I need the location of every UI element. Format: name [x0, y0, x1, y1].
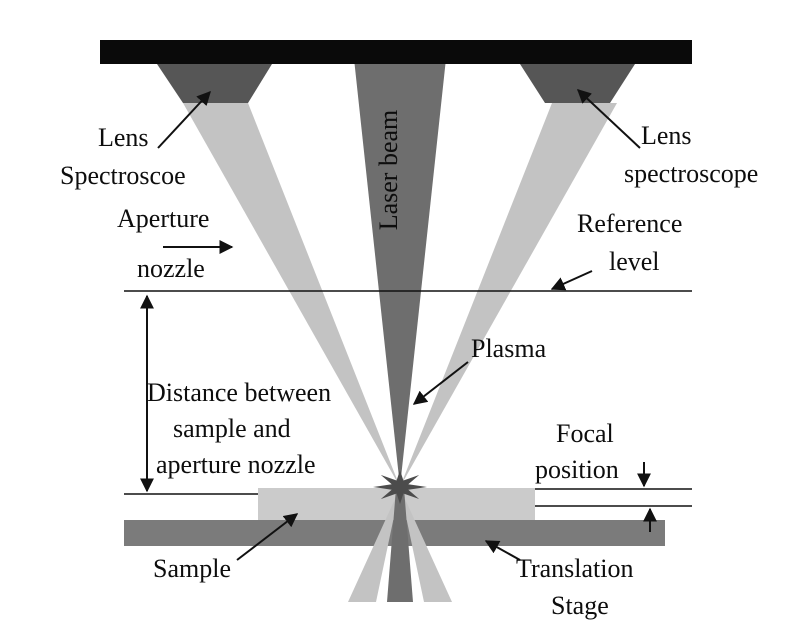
distance-label-line1: Distance between	[147, 378, 331, 407]
focal-label-line1: Focal	[556, 419, 614, 448]
lens-left-label: Lens	[98, 123, 149, 152]
aperture-label: Aperture	[117, 204, 209, 233]
lens-left-shape	[157, 64, 272, 103]
translation-stage-leader-arrow	[484, 540, 521, 561]
spectroscope-right-label: spectroscope	[624, 159, 758, 188]
reference-label: Reference	[577, 209, 682, 238]
mount-bar	[100, 40, 692, 64]
laser-beam-label: Laser beam	[374, 110, 403, 231]
lens-right-label: Lens	[641, 121, 692, 150]
lens-right-shape	[520, 64, 635, 103]
plasma-label: Plasma	[471, 334, 547, 363]
focal-label-line2: position	[535, 455, 619, 484]
distance-label-line2: sample and	[173, 414, 291, 443]
lens-left-leader-arrow	[157, 90, 211, 149]
spectroscope-left-label: Spectroscoe	[60, 161, 186, 190]
stage-label: Stage	[551, 591, 609, 620]
laser-beam-cone	[352, 40, 448, 487]
reference-level-leader-arrow	[550, 270, 593, 291]
plasma-leader-arrow	[412, 361, 469, 405]
distance-label-line3: aperture nozzle	[156, 450, 316, 479]
sample-label: Sample	[153, 554, 231, 583]
transmitted-beam-center	[387, 488, 413, 602]
nozzle-label: nozzle	[137, 254, 205, 283]
collection-beam-left	[183, 103, 400, 487]
level-label: level	[609, 247, 660, 276]
lens-right-leader-arrow	[576, 89, 641, 149]
translation-label: Translation	[516, 554, 634, 583]
plasma-spark	[373, 470, 427, 504]
transmitted-beam-right	[400, 488, 452, 602]
collection-beam-right	[400, 103, 617, 487]
transmitted-beam-left	[348, 488, 400, 602]
sample-leader-arrow	[236, 513, 299, 561]
